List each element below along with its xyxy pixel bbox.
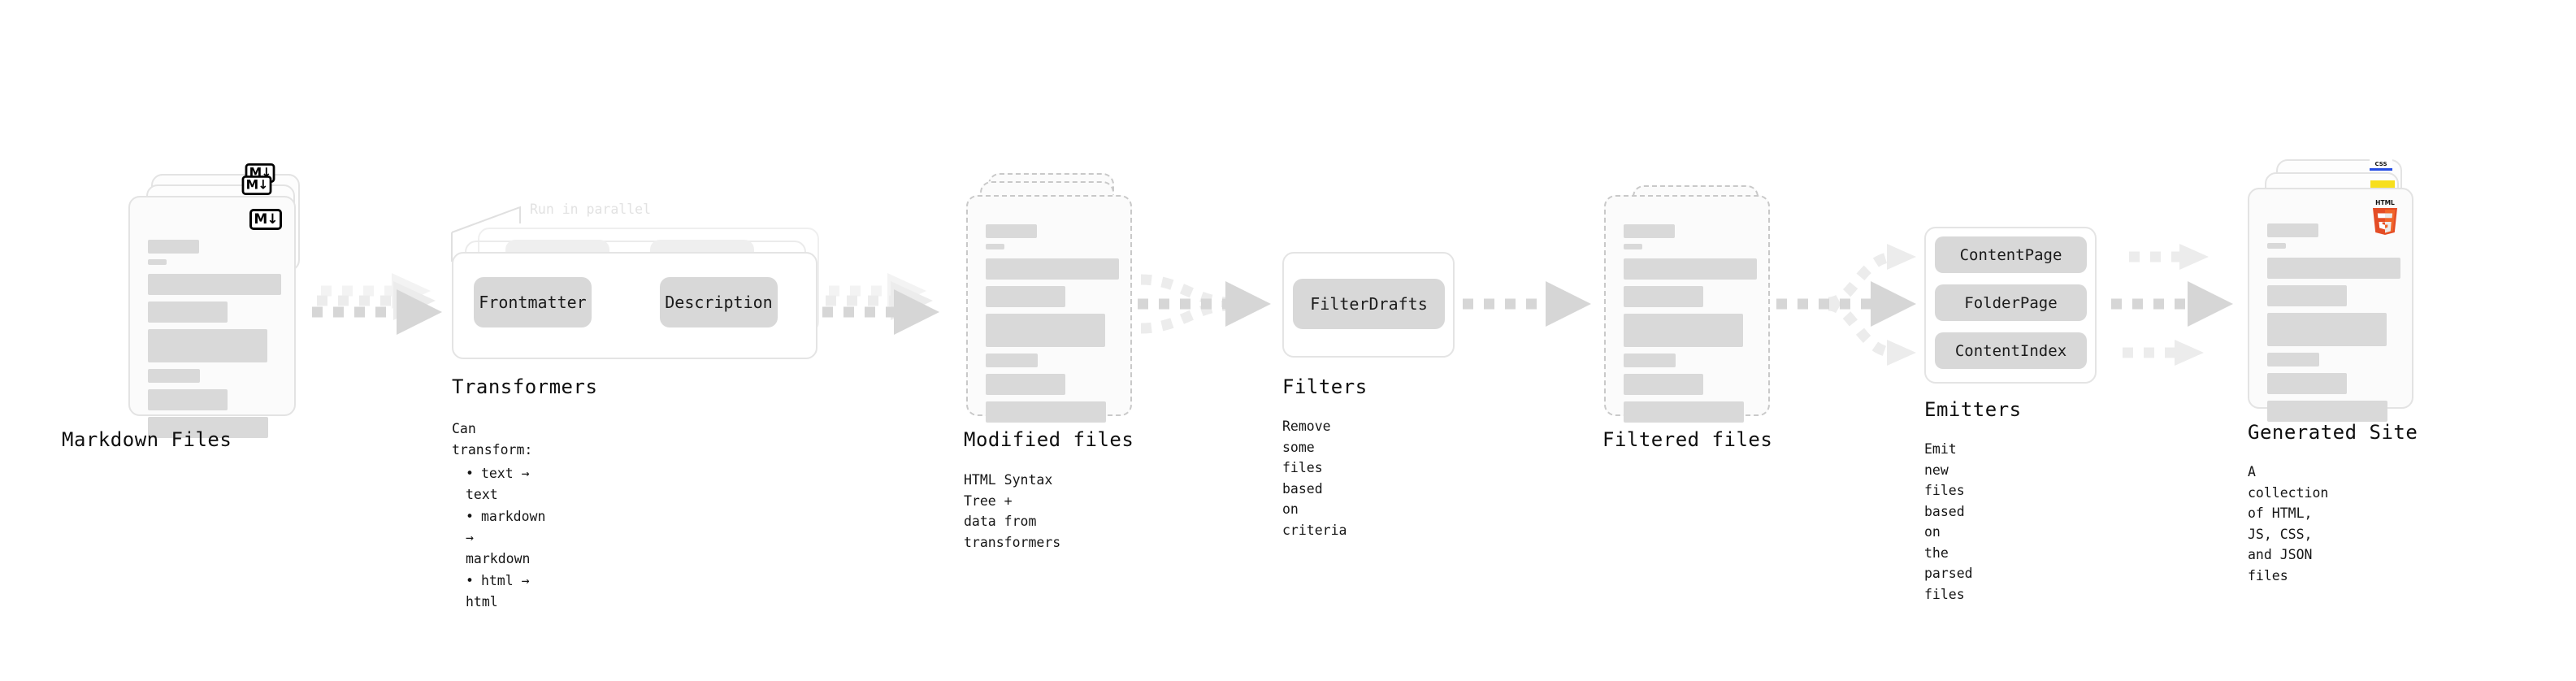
stage-subtitle-filters: Remove some files based on criteria [1282,419,1347,538]
arrow-emitters-to-site [2111,244,2233,366]
modified-card-front [966,195,1132,423]
run-in-parallel-label: Run in parallel [530,202,652,217]
bar [2267,401,2387,422]
bar [1624,244,1642,249]
bar [986,258,1119,280]
stage-title-filters: Filters [1282,375,1368,398]
bar [986,401,1106,423]
bar [148,369,200,383]
transformers-bullet-item: html → html [466,570,545,614]
stage-subtitle-modified-files: HTML Syntax Tree + data from transformer… [964,472,1061,550]
stage-subtitle-generated-site: A collection of HTML, JS, CSS, and JSON … [2248,464,2329,583]
bar [2267,313,2387,346]
filtered-card-bars [1624,224,1757,423]
bar [148,417,268,438]
bar [2267,243,2286,249]
bar [148,274,281,295]
stage-title-emitters: Emitters [1924,398,2022,421]
stage-title-modified-files: Modified files [964,428,1134,451]
bar [2267,285,2347,306]
emitter-pill-contentpage[interactable]: ContentPage [1935,236,2087,273]
stage-title-generated-site: Generated Site [2248,421,2418,444]
emitter-pill-folderpage[interactable]: FolderPage [1935,284,2087,321]
css-badge: CSS [2370,159,2392,171]
transformers-bullet-item: text → text [466,463,545,506]
markdown-card-front: M↓ [128,196,296,438]
stage-title-filtered-files: Filtered files [1602,428,1773,451]
transformers-bullet-list: text → text markdown → markdown html → h… [452,463,545,614]
stage-title-markdown-files: Markdown Files [62,428,232,451]
arrow-filtered-to-emitters [1776,244,1916,366]
bar [148,329,267,362]
html5-badge-svg: HTML [2373,199,2397,235]
transformer-pill-description[interactable]: Description [660,277,778,327]
arrow-transformers-to-modified [822,273,939,335]
css-badge-underline [2370,168,2392,171]
transformers-bullet-item: markdown → markdown [466,506,545,570]
modified-card-bars [986,224,1119,423]
transformers-bullets-heading: Can transform: [452,421,533,458]
filtered-card-front [1604,195,1770,423]
transformer-pill-frontmatter[interactable]: Frontmatter [474,277,592,327]
svg-text:HTML: HTML [2375,199,2395,206]
bar [986,314,1105,347]
bar [986,224,1037,238]
bar [1624,354,1676,367]
bar [986,286,1065,307]
arrow-modified-to-filters [1138,274,1271,334]
markdown-badge-back-1: M↓ [241,176,272,195]
bar [148,240,199,254]
bar [1624,314,1743,347]
bar [148,389,228,410]
site-card-bars [2267,223,2400,422]
markdown-badge: M↓ [249,209,282,230]
arrow-filters-to-filtered [1463,281,1591,327]
bar [986,374,1065,395]
transformers-bullets: Can transform: text → text markdown → ma… [452,419,545,614]
bar [148,301,228,323]
css-badge-label: CSS [2374,161,2387,167]
emitter-pill-contentindex[interactable]: ContentIndex [1935,332,2087,369]
bar [148,259,167,265]
bar [986,244,1004,249]
bar [1624,258,1757,280]
bar [1624,401,1744,423]
stage-title-transformers: Transformers [452,375,598,398]
site-card-front: HTML [2248,188,2413,422]
markdown-card-bars [148,240,281,438]
arrow-md-to-transformers [312,273,442,335]
bar [2267,373,2347,394]
bar [2267,353,2319,367]
filter-pill-filterdrafts[interactable]: FilterDrafts [1293,279,1445,329]
bar [2267,258,2400,279]
bar [1624,224,1675,238]
bar [986,354,1038,367]
stage-subtitle-emitters: Emit new files based on the parsed files [1924,441,1973,602]
bar [2267,223,2318,237]
html5-badge: HTML [2370,197,2400,235]
bar [1624,286,1703,307]
bar [1624,374,1703,395]
